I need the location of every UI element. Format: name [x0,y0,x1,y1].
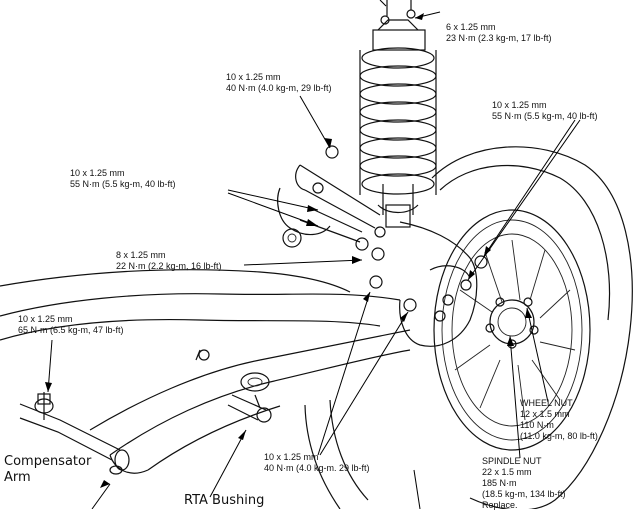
subframe [0,269,411,474]
torque-value: 23 N·m (2.3 kg-m, 17 lb-ft) [446,33,552,43]
spindle-nut-title: SPINDLE NUT [482,456,542,466]
torque-label-upper-left: 10 x 1.25 mm 55 N·m (5.5 kg-m, 40 lb-ft) [70,168,176,190]
torque-label-knuckle-right: 10 x 1.25 mm 55 N·m (5.5 kg-m, 40 lb-ft) [492,100,598,122]
torque-value: 22 N·m (2.2 kg-m, 16 lb-ft) [116,261,222,271]
torque-label-upper-arm: 10 x 1.25 mm 40 N·m (4.0 kg-m, 29 lb-ft) [226,72,332,94]
torque-value: 40 N·m (4.0 kg-m, 29 lb-ft) [226,83,332,93]
compensator-arm-callout: Compensator Arm [4,454,92,485]
bolt-size: 8 x 1.25 mm [116,250,166,260]
bolt-size: 22 x 1.5 mm [482,467,532,477]
bolt-size: 10 x 1.25 mm [264,452,319,462]
bolt-size: 6 x 1.25 mm [446,22,496,32]
bolt-size: 10 x 1.25 mm [18,314,73,324]
torque-value: 110 N·m [520,420,554,430]
torque-value: 40 N·m (4.0 kg-m. 29 lb-ft) [264,463,370,473]
bolt-size: 10 x 1.25 mm [492,100,547,110]
bolt-size: 12 x 1.5 mm [520,409,570,419]
torque-value: 55 N·m (5.5 kg-m, 40 lb-ft) [492,111,598,121]
upper-arm [277,145,386,289]
torque-label-small-bolt: 8 x 1.25 mm 22 N·m (2.2 kg-m, 16 lb-ft) [116,250,222,272]
spindle-nut-spec: SPINDLE NUT 22 x 1.5 mm 185 N·m (18.5 kg… [482,456,566,511]
bolt-size: 10 x 1.25 mm [70,168,125,178]
torque-value: 65 N·m (6.5 kg-m, 47 lb-ft) [18,325,124,335]
torque-label-lower-mid: 10 x 1.25 mm 40 N·m (4.0 kg-m. 29 lb-ft) [264,452,370,474]
torque-label-top-right: 6 x 1.25 mm 23 N·m (2.3 kg-m, 17 lb-ft) [446,22,552,44]
coil-spring [359,0,437,228]
replace-note: Replace. [482,500,518,510]
torque-value: 55 N·m (5.5 kg-m, 40 lb-ft) [70,179,176,189]
torque-label-compensator-bolt: 10 x 1.25 mm 65 N·m (6.5 kg-m, 47 lb-ft) [18,314,124,336]
bolt-size: 10 x 1.25 mm [226,72,281,82]
rta-bushing-callout: RTA Bushing [184,493,265,508]
torque-value-alt: (18.5 kg-m, 134 lb-ft) [482,489,566,499]
torque-value-alt: (11.0 kg-m, 80 lb-ft) [520,431,598,441]
arrowheads [45,13,532,488]
compensator-arm [19,392,130,475]
torque-value: 185 N·m [482,478,517,488]
wheel-nut-spec: WHEEL NUT 12 x 1.5 mm 110 N·m (11.0 kg-m… [520,398,598,442]
knuckle [399,221,488,347]
wheel-nut-title: WHEEL NUT [520,398,573,408]
